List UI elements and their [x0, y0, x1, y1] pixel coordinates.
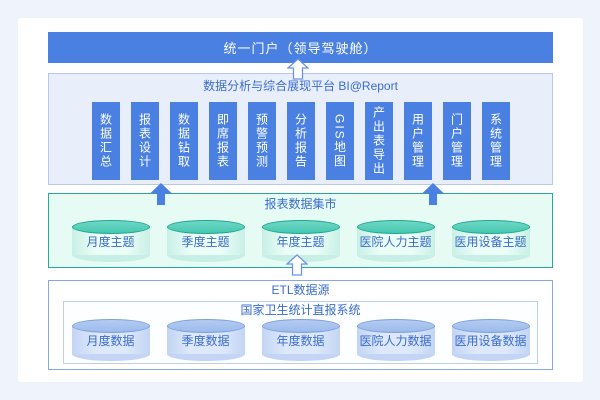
mart-cylinder-medical-equipment: 医用设备主题: [451, 220, 530, 262]
etl-cylinder-medical-equipment: 医用设备数据: [451, 319, 530, 361]
etl-source-title: ETL数据源: [271, 283, 330, 297]
cylinder-label: 季度主题: [181, 235, 230, 249]
data-mart-title: 报表数据集市: [264, 197, 337, 211]
mart-cylinder-monthly: 月度主题: [71, 220, 150, 262]
national-health-system-title: 国家卫生统计直报系统: [240, 303, 361, 317]
unified-portal-title: 统一门户（领导驾驶舱）: [223, 41, 378, 56]
mart-cylinders-row: 月度主题 季度主题 年度主题 医院人力主题 医用设备主题: [49, 220, 552, 262]
mart-cylinder-yearly: 年度主题: [261, 220, 340, 262]
up-arrow-icon: [287, 58, 309, 80]
up-arrow-solid-icon: [150, 183, 172, 205]
bi-module-gis-map: GIS地图: [325, 102, 354, 180]
cylinder-label: 月度主题: [86, 235, 135, 249]
etl-cylinder-quarterly: 季度数据: [166, 319, 245, 361]
cylinder-label: 医院人力数据: [359, 334, 432, 348]
bi-platform-section: 数据分析与综合展现平台 BI@Report 数据汇总 报表设计 数据钻取 即席报…: [48, 73, 553, 185]
bi-module-output-export: 产出表导出: [364, 102, 393, 180]
etl-cylinder-yearly: 年度数据: [261, 319, 340, 361]
up-arrow-solid-icon: [422, 183, 444, 205]
mart-cylinder-quarterly: 季度主题: [166, 220, 245, 262]
bi-module-warning-forecast: 预警预测: [247, 102, 276, 180]
bi-module-analysis-report: 分析报告: [286, 102, 315, 180]
data-mart-section: 报表数据集市 月度主题 季度主题 年度主题 医院人力主题 医用设备主题: [48, 193, 553, 268]
bi-module-portal-mgmt: 门户管理: [442, 102, 471, 180]
cylinder-label: 医用设备数据: [454, 334, 527, 348]
bi-module-data-drill: 数据钻取: [169, 102, 198, 180]
etl-cylinder-hospital-hr: 医院人力数据: [356, 319, 435, 361]
up-arrow-icon: [286, 254, 308, 276]
bi-platform-title: 数据分析与综合展现平台 BI@Report: [203, 79, 398, 93]
mart-cylinder-hospital-hr: 医院人力主题: [356, 220, 435, 262]
bi-module-data-summary: 数据汇总: [91, 102, 120, 180]
national-health-system-box: 国家卫生统计直报系统 月度数据 季度数据 年度数据 医院人力数据: [63, 301, 538, 364]
cylinder-label: 医用设备主题: [454, 235, 527, 249]
diagram-panel: 统一门户（领导驾驶舱） 数据分析与综合展现平台 BI@Report 数据汇总 报…: [18, 18, 583, 382]
etl-source-section: ETL数据源 国家卫生统计直报系统 月度数据 季度数据 年度数据 医院: [48, 280, 553, 370]
cylinder-label: 月度数据: [86, 334, 135, 348]
bi-module-adhoc-report: 即席报表: [208, 102, 237, 180]
bi-modules-row: 数据汇总 报表设计 数据钻取 即席报表 预警预测 分析报告 GIS地图 产出表导…: [49, 102, 552, 180]
bi-module-user-mgmt: 用户管理: [403, 102, 432, 180]
etl-cylinders-row: 月度数据 季度数据 年度数据 医院人力数据 医用设备数据: [64, 319, 537, 361]
cylinder-label: 季度数据: [181, 334, 230, 348]
bi-module-report-design: 报表设计: [130, 102, 159, 180]
etl-cylinder-monthly: 月度数据: [71, 319, 150, 361]
cylinder-label: 年度数据: [276, 334, 325, 348]
bi-module-system-mgmt: 系统管理: [481, 102, 510, 180]
cylinder-label: 年度主题: [276, 235, 325, 249]
cylinder-label: 医院人力主题: [359, 235, 432, 249]
unified-portal-block: 统一门户（领导驾驶舱）: [48, 32, 553, 63]
